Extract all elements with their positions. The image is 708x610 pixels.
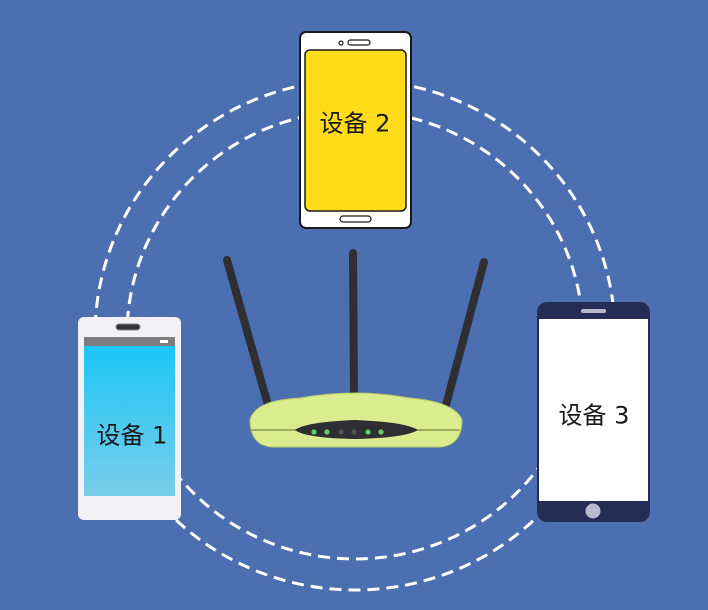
device-3-phone-icon — [537, 302, 650, 522]
device-1-phone-icon — [78, 317, 181, 520]
device-2-phone-icon — [299, 31, 412, 229]
router-icon — [223, 249, 488, 448]
device-1-label: 设备 1 — [96, 421, 168, 450]
device-3-label: 设备 3 — [558, 401, 630, 430]
device-2-label: 设备 2 — [319, 109, 391, 138]
